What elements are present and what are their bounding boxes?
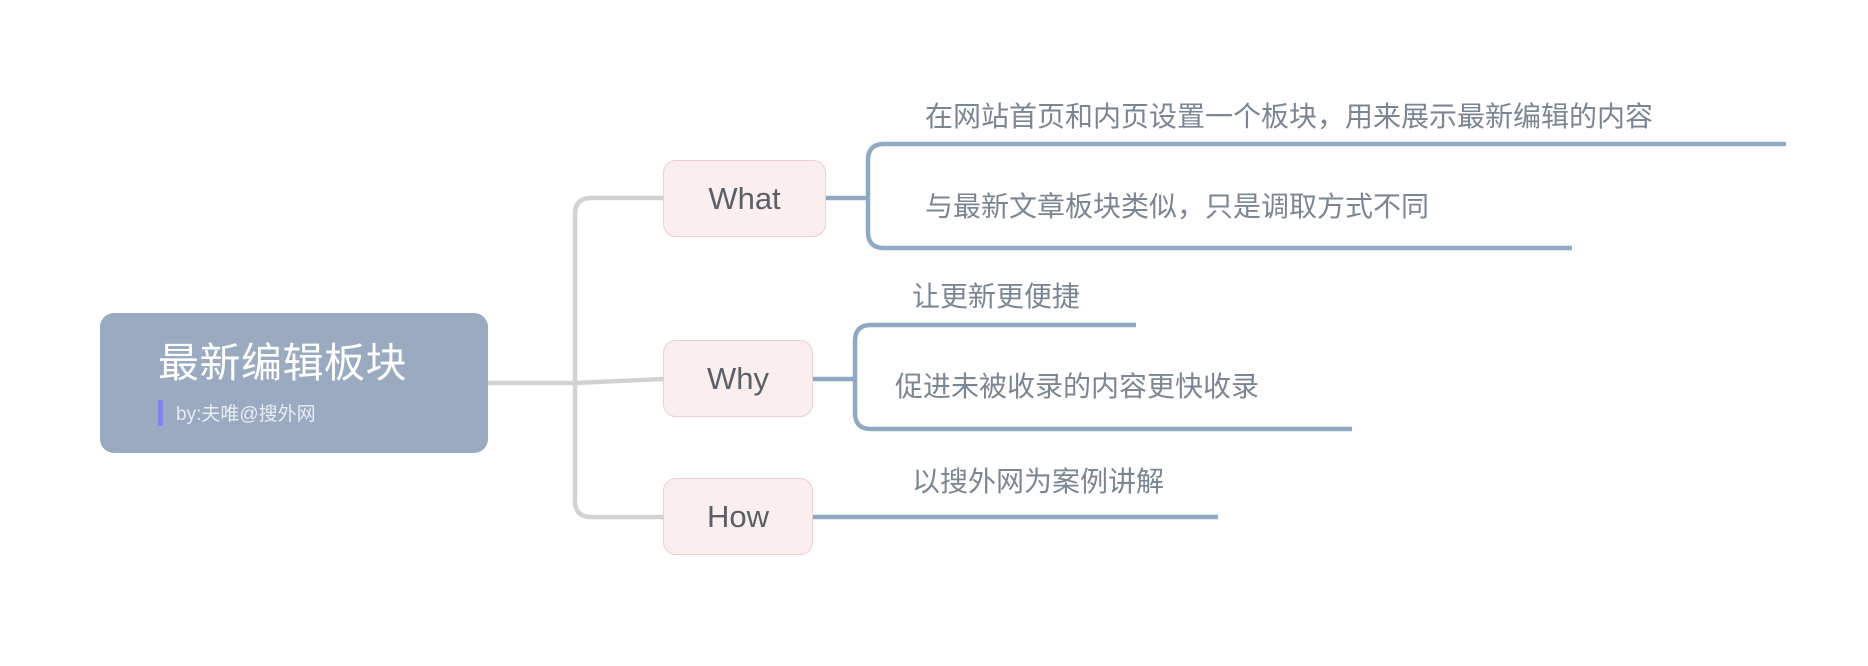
leaf-node-what-1[interactable]: 在网站首页和内页设置一个板块，用来展示最新编辑的内容 (925, 101, 1654, 132)
accent-bar-icon (158, 399, 163, 426)
root-node[interactable]: 最新编辑板块 by:夫唯@搜外网 (100, 313, 488, 453)
branch-node-how[interactable]: How (663, 478, 813, 555)
connector-what-leaf-1 (865, 141, 1786, 198)
connector-root-to-how (572, 383, 663, 520)
root-node-byline-text: by:夫唯@搜外网 (176, 404, 316, 426)
connector-root-to-why (574, 376, 664, 386)
branch-node-what[interactable]: What (663, 160, 826, 237)
root-node-byline: by:夫唯@搜外网 (158, 399, 488, 426)
leaf-node-why-1[interactable]: 让更新更便捷 (912, 281, 1081, 312)
root-node-title: 最新编辑板块 (158, 339, 407, 386)
leaf-node-why-2[interactable]: 促进未被收录的内容更快收录 (895, 371, 1260, 402)
leaf-node-how-1[interactable]: 以搜外网为案例讲解 (912, 466, 1165, 497)
connector-root-to-what (572, 195, 663, 383)
leaf-node-what-2[interactable]: 与最新文章板块类似，只是调取方式不同 (925, 191, 1430, 222)
branch-node-why[interactable]: Why (663, 340, 813, 417)
